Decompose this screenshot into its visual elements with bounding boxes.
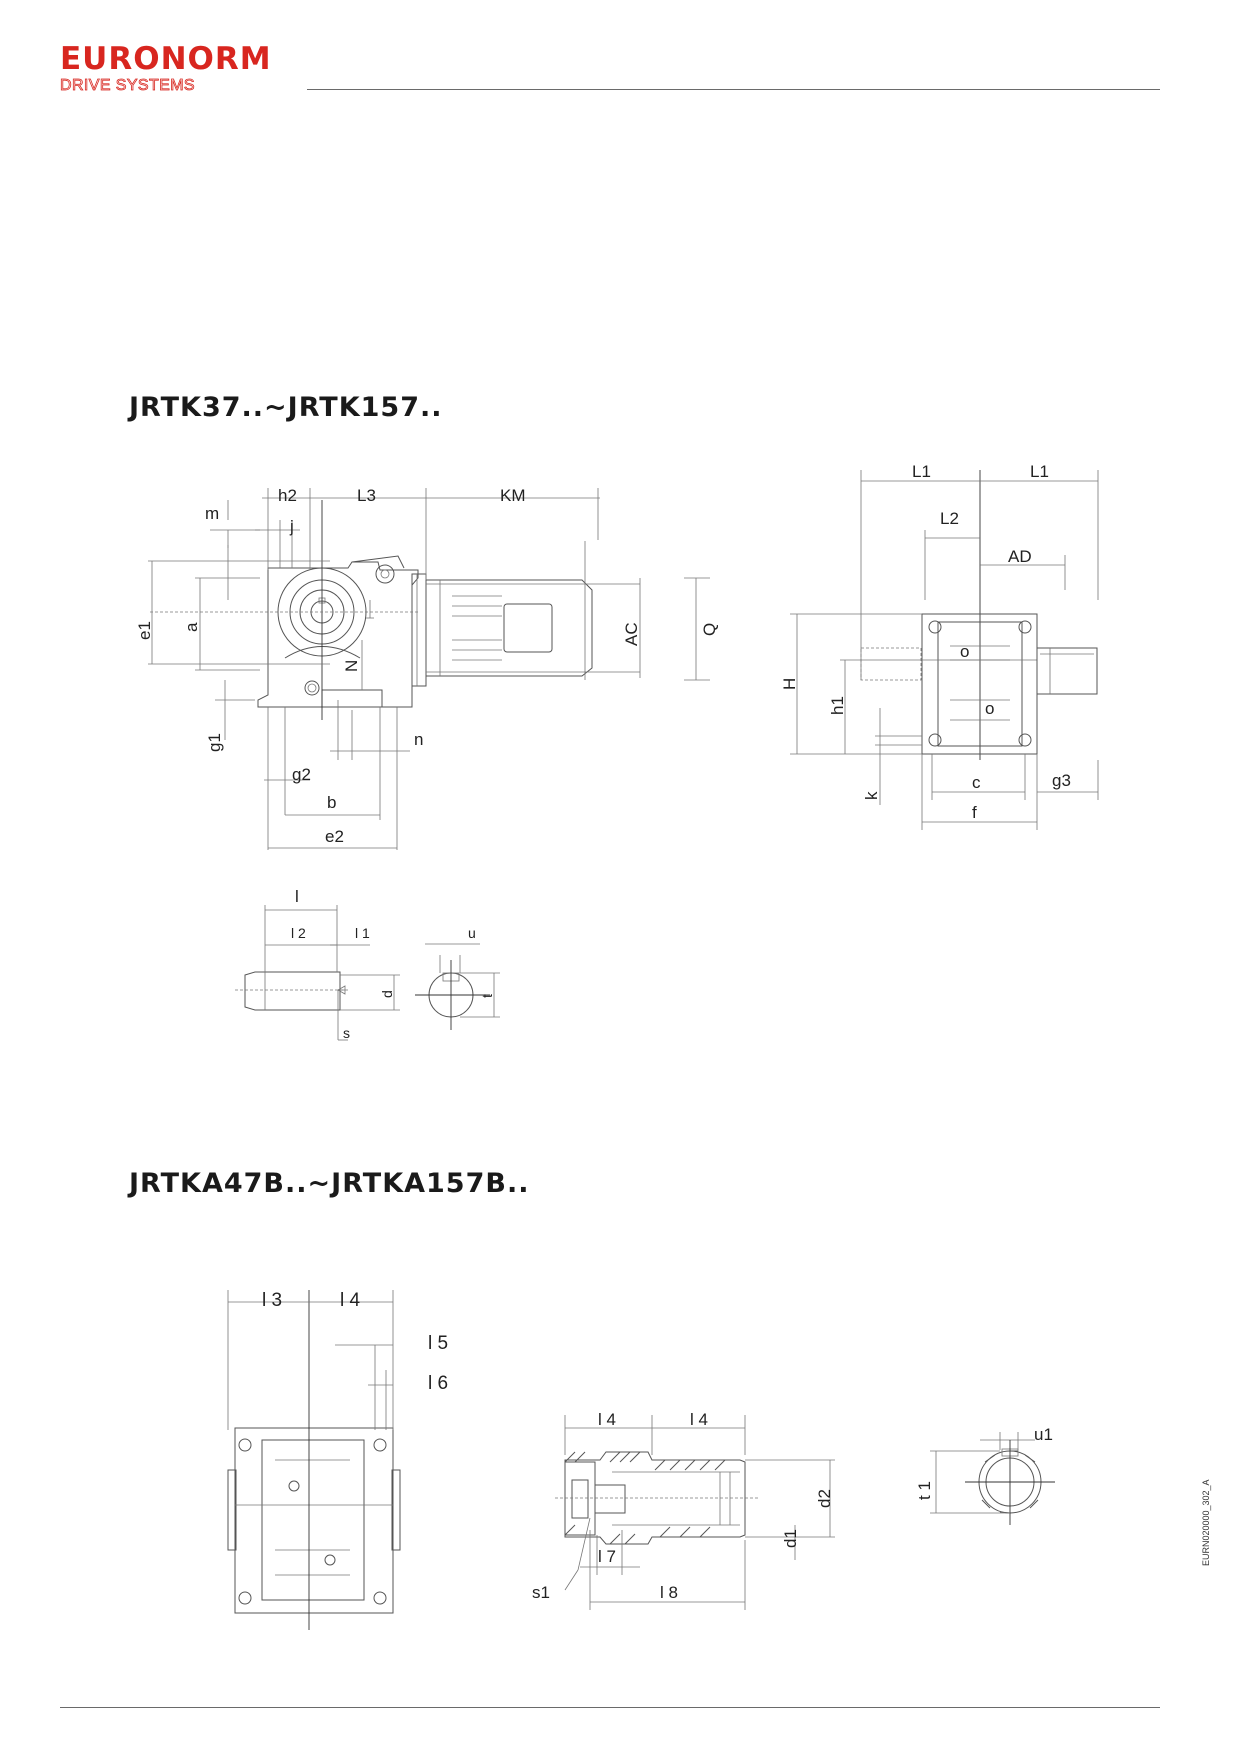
label-u: u [468, 925, 476, 941]
label-d2: d2 [815, 1489, 834, 1508]
drawing-side-view: h2 L3 KM m j e1 a N g1 n g2 b e2 AC Q [135, 486, 719, 850]
header-rule [307, 89, 1160, 90]
label-l6: l 6 [428, 1373, 448, 1394]
label-l7: l 7 [598, 1547, 616, 1566]
label-f: f [972, 803, 977, 822]
label-o-lower: o [985, 699, 994, 718]
label-g3: g3 [1052, 771, 1071, 790]
label-c: c [972, 773, 981, 792]
label-L2: L2 [940, 509, 959, 528]
label-Q: Q [700, 623, 719, 636]
label-t: t [479, 994, 495, 998]
label-h1: h1 [828, 696, 847, 715]
label-k: k [862, 791, 881, 800]
label-l4-right: l 4 [690, 1410, 708, 1429]
label-l1: l 1 [355, 925, 370, 941]
drawing-hollow-housing: l 3 l 4 l 5 l 6 [227, 1290, 448, 1630]
drawing-hollow-cross-section: u1 t 1 [915, 1425, 1055, 1525]
label-L1-left: L1 [912, 462, 931, 481]
label-j: j [289, 517, 294, 536]
footer-rule [60, 1707, 1160, 1708]
section1-title: JRTK37..~JRTK157.. [129, 392, 443, 423]
logo-brand: EURONORM [60, 41, 272, 77]
label-l4-left: l 4 [598, 1410, 616, 1429]
doc-code: EURN020000_302_A [1201, 1479, 1211, 1566]
label-n: n [414, 730, 423, 749]
label-l8: l 8 [660, 1583, 678, 1602]
label-l4: l 4 [340, 1290, 361, 1311]
label-o-upper: o [960, 642, 969, 661]
label-g1: g1 [205, 733, 224, 752]
label-u1: u1 [1034, 1425, 1053, 1444]
label-AD: AD [1008, 547, 1032, 566]
euronorm-logo: EURONORM DRIVE SYSTEMS [60, 44, 272, 95]
label-l: l [295, 887, 299, 906]
label-AC: AC [622, 622, 641, 646]
label-s1: s1 [532, 1583, 550, 1602]
label-l2: l 2 [291, 925, 306, 941]
label-e1: e1 [135, 621, 154, 640]
label-t1: t 1 [915, 1481, 934, 1500]
label-e2: e2 [325, 827, 344, 846]
label-h2: h2 [278, 486, 297, 505]
drawing-hollow-shaft-section: l 4 l 4 d2 d1 l 7 s1 l 8 [532, 1410, 835, 1610]
label-H: H [780, 678, 799, 690]
label-m: m [205, 504, 219, 523]
logo-subtitle: DRIVE SYSTEMS [60, 77, 196, 95]
label-N: N [342, 660, 361, 672]
label-s: s [343, 1025, 350, 1041]
drawing-shaft-key: l l 2 l 1 u d t s [235, 887, 500, 1041]
label-L3: L3 [357, 486, 376, 505]
label-KM: KM [500, 486, 526, 505]
section2-title: JRTKA47B..~JRTKA157B.. [129, 1168, 530, 1199]
drawing-front-view: L1 L1 L2 AD H h1 o o k c g3 f [780, 462, 1099, 830]
label-a: a [182, 622, 201, 632]
label-b: b [327, 793, 336, 812]
label-g2: g2 [292, 765, 311, 784]
label-d: d [379, 990, 395, 998]
label-d1: d1 [781, 1529, 800, 1548]
label-l3: l 3 [262, 1290, 282, 1311]
label-l5: l 5 [428, 1333, 448, 1354]
label-L1-right: L1 [1030, 462, 1049, 481]
